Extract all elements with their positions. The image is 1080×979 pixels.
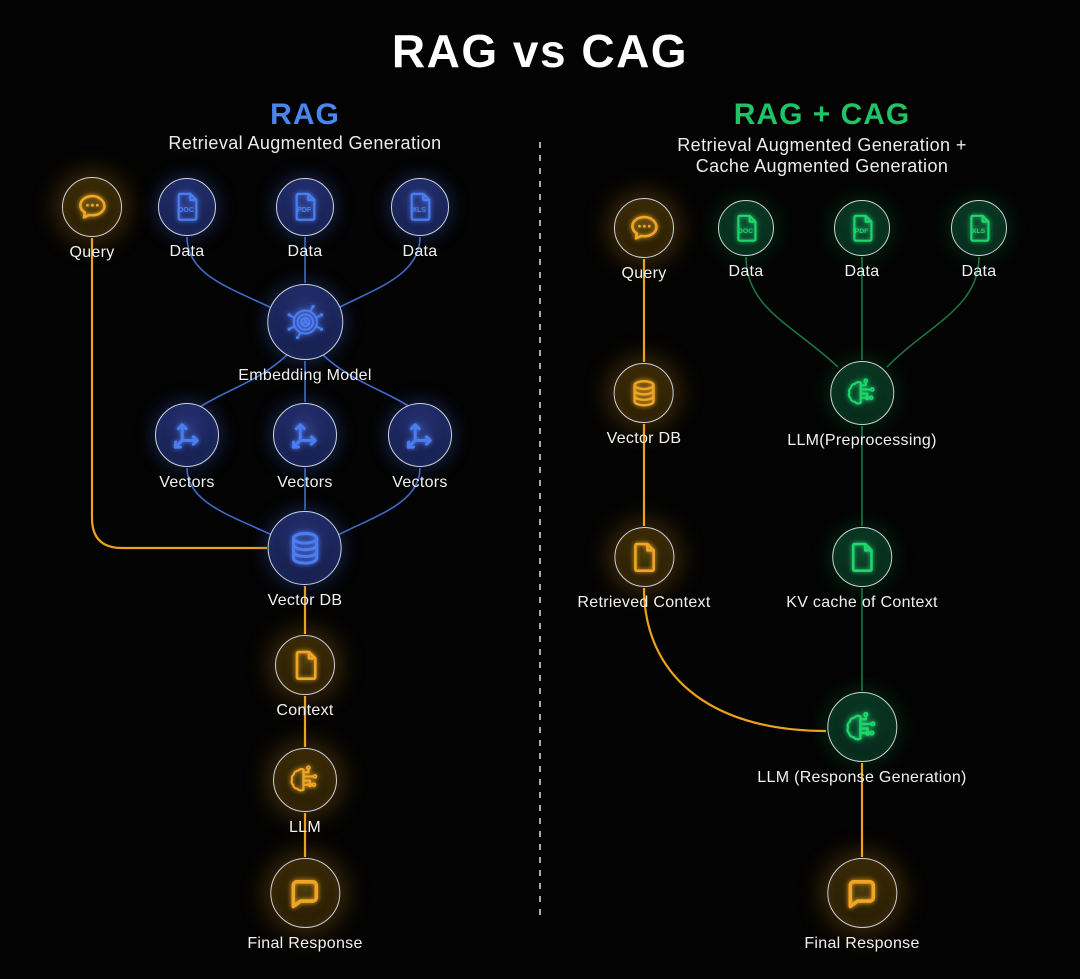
right-node-kv-cache: KV cache of Context [786, 527, 938, 612]
svg-text:XLS: XLS [412, 207, 426, 214]
doc-file-icon: DOC [730, 212, 762, 244]
node-label: LLM (Response Generation) [757, 769, 967, 786]
node-label: Vectors [159, 474, 215, 491]
speech-bubble-icon [285, 873, 326, 914]
left-node-vectors-3: Vectors [388, 403, 452, 492]
node-label: Vectors [392, 474, 448, 491]
node-label: Retrieved Context [577, 594, 711, 611]
left-node-embedding-model: Embedding Model [238, 284, 371, 385]
document-icon [627, 540, 662, 575]
left-column-header: RAG [270, 98, 340, 131]
left-node-data-doc: DOC Data [158, 178, 216, 261]
node-label: Data [287, 243, 323, 260]
svg-text:DOC: DOC [738, 228, 753, 235]
xls-file-icon: XLS [403, 190, 437, 224]
database-icon [284, 527, 327, 570]
pdf-file-icon: PDF [846, 212, 878, 244]
edge-r-data-doc-llmpre [745, 256, 839, 368]
edge-r-retrieved-llmresp [642, 587, 827, 733]
node-label: Query [621, 265, 667, 282]
edge-data-doc-embedding [186, 236, 275, 310]
right-node-data-doc: DOC Data [718, 200, 774, 281]
right-column-subtitle-line2: Cache Augmented Generation [695, 156, 949, 176]
left-node-data-xls: XLS Data [391, 178, 449, 261]
right-node-llm-preprocessing: LLM(Preprocessing) [787, 361, 936, 450]
brain-circuit-icon [286, 761, 323, 798]
right-node-query: Query [614, 198, 674, 283]
svg-text:DOC: DOC [179, 207, 195, 214]
edge-vectors-1-vectordb [186, 467, 273, 536]
page-title: RAG vs CAG [391, 25, 689, 77]
chat-icon [75, 190, 110, 225]
document-icon [288, 648, 323, 683]
right-node-final-response: Final Response [804, 858, 919, 953]
node-label: Data [728, 263, 764, 280]
left-node-vector-db: Vector DB [268, 511, 343, 610]
left-node-vectors-2: Vectors [273, 403, 337, 492]
vectors-icon [168, 416, 205, 453]
right-column-header: RAG + CAG [733, 98, 911, 131]
right-column-subtitle-line1: Retrieval Augmented Generation + [677, 135, 967, 155]
speech-bubble-icon [842, 873, 883, 914]
edge-data-xls-embedding [335, 236, 421, 310]
node-label: Vector DB [267, 592, 343, 609]
right-node-retrieved-context: Retrieved Context [577, 527, 710, 612]
node-label: LLM(Preprocessing) [787, 432, 937, 449]
node-label: Final Response [804, 935, 920, 952]
pdf-file-icon: PDF [288, 190, 322, 224]
brain-circuit-icon [843, 374, 880, 411]
edge-embedding-vectors-1 [199, 354, 288, 408]
embedding-model-icon [283, 300, 327, 344]
node-label: Vectors [277, 474, 333, 491]
node-label: Vector DB [606, 430, 682, 447]
xls-file-icon: XLS [963, 212, 995, 244]
database-icon [627, 376, 662, 411]
right-node-vector-db: Vector DB [607, 363, 682, 448]
node-label: Data [169, 243, 205, 260]
left-node-final-response: Final Response [247, 858, 362, 953]
right-node-llm-response-generation: LLM (Response Generation) [757, 692, 966, 787]
document-icon [845, 540, 880, 575]
node-label: Data [402, 243, 438, 260]
left-node-vectors-1: Vectors [155, 403, 219, 492]
edge-query-vectordb [90, 238, 267, 550]
svg-text:XLS: XLS [972, 228, 986, 235]
edge-vectors-3-vectordb [337, 467, 421, 536]
node-label: Context [276, 702, 334, 719]
left-column-subtitle: Retrieval Augmented Generation [168, 133, 442, 153]
svg-text:PDF: PDF [855, 228, 869, 235]
left-node-query: Query [62, 177, 122, 262]
doc-file-icon: DOC [170, 190, 204, 224]
node-label: Embedding Model [238, 367, 372, 384]
chat-icon [627, 211, 662, 246]
left-node-llm: LLM [273, 748, 337, 837]
node-label: LLM [288, 819, 322, 836]
node-label: Query [69, 244, 115, 261]
vectors-icon [286, 416, 323, 453]
node-label: Data [961, 263, 997, 280]
node-label: Data [844, 263, 880, 280]
edge-embedding-vectors-3 [322, 354, 411, 408]
svg-text:PDF: PDF [297, 207, 312, 214]
vectors-icon [401, 416, 438, 453]
right-node-data-xls: XLS Data [951, 200, 1007, 281]
node-label: Final Response [247, 935, 363, 952]
brain-circuit-icon [842, 707, 883, 748]
right-node-data-pdf: PDF Data [834, 200, 890, 281]
node-label: KV cache of Context [786, 594, 938, 611]
edge-r-data-xls-llmpre [886, 256, 980, 368]
left-node-data-pdf: PDF Data [276, 178, 334, 261]
left-node-context: Context [275, 635, 335, 720]
